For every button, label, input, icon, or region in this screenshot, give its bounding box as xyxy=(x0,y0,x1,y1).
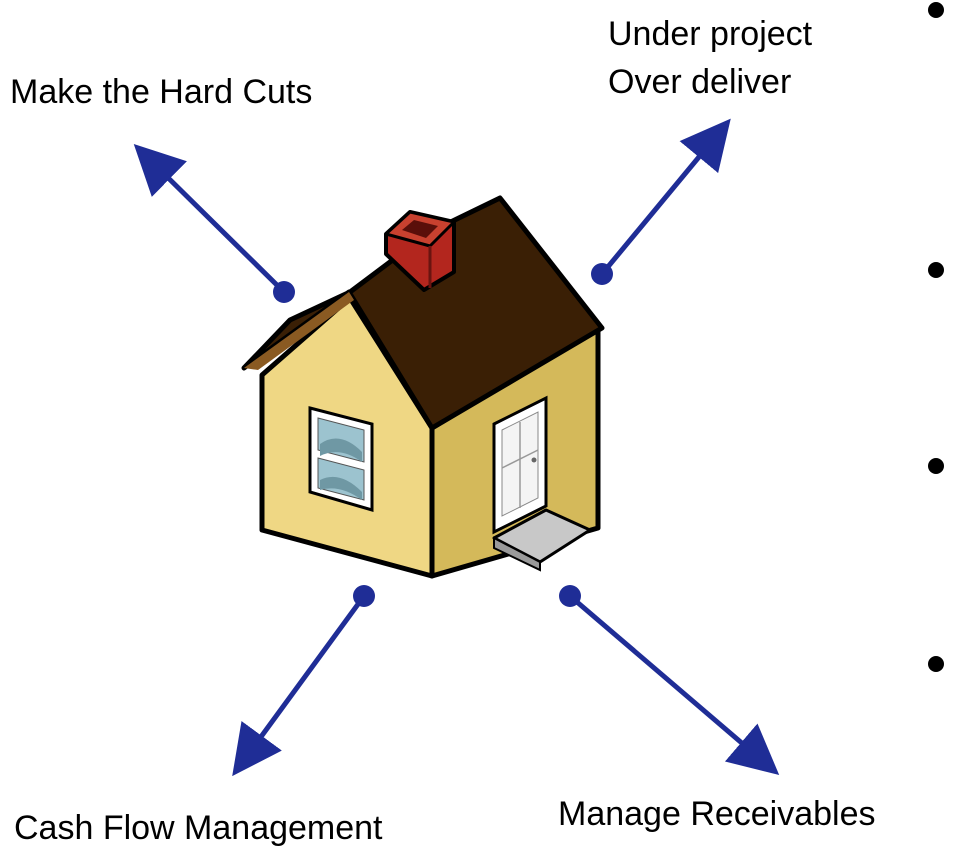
bullet-points xyxy=(928,2,944,672)
house-door xyxy=(492,395,548,535)
label-under-project: Under project xyxy=(608,15,813,53)
bullet-dot xyxy=(928,2,944,18)
door-step-front xyxy=(493,536,541,572)
label-over-deliver: Over deliver xyxy=(608,63,792,101)
bullet-dot xyxy=(928,458,944,474)
house-window xyxy=(308,406,374,512)
arrow-bottom-left xyxy=(232,585,375,777)
roof-fascia xyxy=(244,292,354,370)
chimney xyxy=(384,210,456,292)
arrows xyxy=(133,118,780,777)
label-cash-flow-management: Cash Flow Management xyxy=(14,809,383,847)
label-manage-receivables: Manage Receivables xyxy=(558,795,876,833)
bullet-dot xyxy=(928,656,944,672)
house-icon xyxy=(241,195,605,579)
arrow-bottom-right xyxy=(559,585,780,776)
bullet-dot xyxy=(928,262,944,278)
arrow-top-right xyxy=(591,118,731,285)
house-roof xyxy=(241,195,605,431)
label-make-the-hard-cuts: Make the Hard Cuts xyxy=(10,73,313,111)
arrow-top-left xyxy=(133,143,295,303)
